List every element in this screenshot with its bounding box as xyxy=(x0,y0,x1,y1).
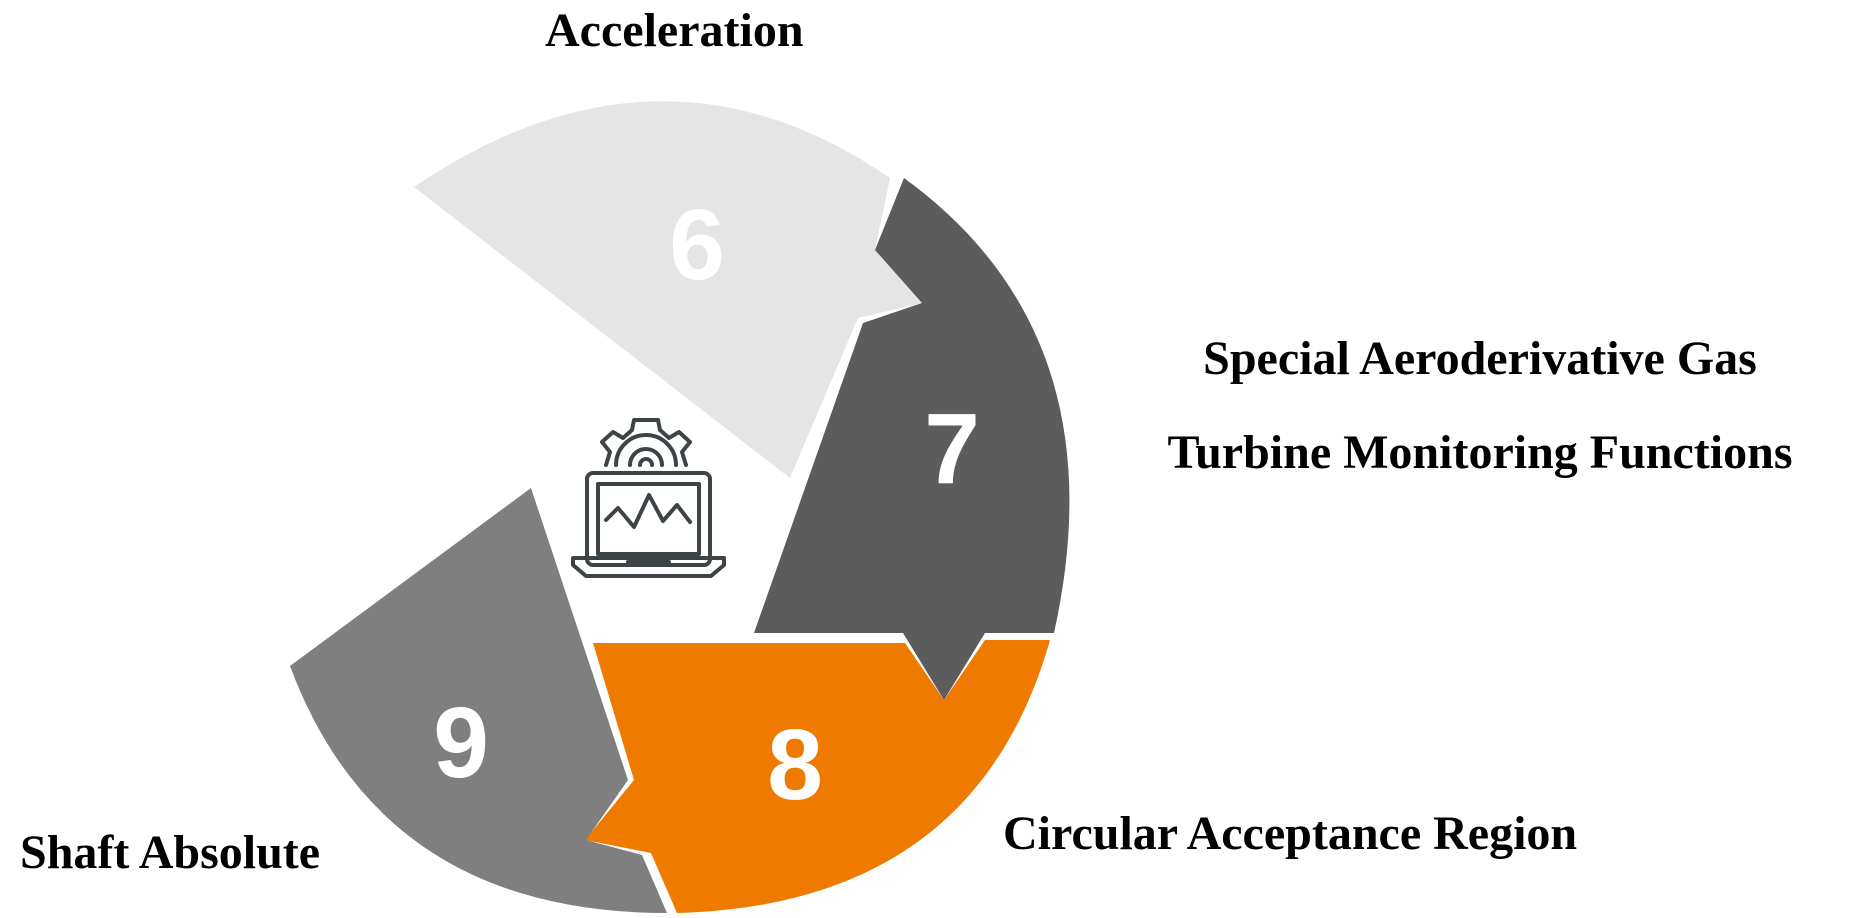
laptop-screen-icon xyxy=(585,471,712,567)
segment-8-number: 8 xyxy=(767,709,823,821)
waveform-icon xyxy=(604,493,692,529)
segment-9-number: 9 xyxy=(433,687,489,799)
segment-6 xyxy=(414,101,922,479)
segment-7-label-line-1: Special Aeroderivative Gas xyxy=(1203,332,1757,385)
gear-icon xyxy=(600,418,692,467)
segment-9 xyxy=(290,488,667,913)
segment-6-number: 6 xyxy=(669,189,725,301)
segment-6-label: Acceleration xyxy=(545,4,804,57)
segment-8 xyxy=(585,640,1050,913)
segment-8-label: Circular Acceptance Region xyxy=(1003,807,1578,860)
laptop-gear-monitoring-icon xyxy=(571,418,726,578)
segment-7-label: Special Aeroderivative Gas Turbine Monit… xyxy=(1130,312,1830,500)
laptop-base-icon xyxy=(571,556,726,578)
segment-7-number: 7 xyxy=(924,393,980,505)
segment-9-label: Shaft Absolute xyxy=(20,826,321,879)
segment-7 xyxy=(754,178,1070,700)
segment-7-label-line-2: Turbine Monitoring Functions xyxy=(1167,426,1793,479)
